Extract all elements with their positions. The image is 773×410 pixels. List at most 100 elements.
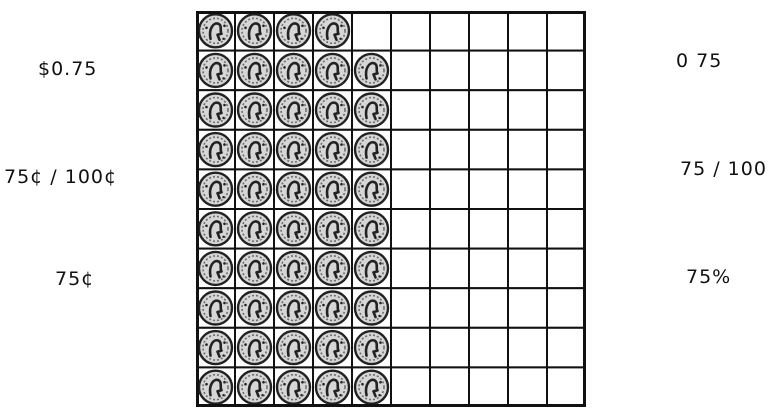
grid-cell-empty — [391, 90, 430, 130]
grid-cell-empty — [469, 169, 508, 209]
grid-cell-empty — [391, 288, 430, 328]
grid-cell-empty — [430, 169, 469, 209]
grid-cell-quarter — [274, 209, 313, 249]
grid-cell-empty — [391, 209, 430, 249]
grid-cell-quarter — [313, 209, 352, 249]
grid-cell-quarter — [274, 328, 313, 368]
quarter-coin-icon — [199, 94, 232, 127]
grid-cell-quarter — [235, 51, 274, 91]
grid-cell-quarter — [352, 169, 391, 209]
grid-cell-quarter — [196, 328, 235, 368]
grid-cell-empty — [547, 11, 586, 51]
quarter-coin-icon — [316, 14, 349, 47]
grid-cell-empty — [430, 367, 469, 407]
quarter-coin-icon — [238, 14, 271, 47]
grid-cell-empty — [430, 51, 469, 91]
grid-cell-empty — [547, 288, 586, 328]
grid-cell-quarter — [235, 90, 274, 130]
label-cents: 75¢ — [55, 268, 94, 290]
quarter-coin-icon — [238, 94, 271, 127]
grid-cell-empty — [508, 288, 547, 328]
quarter-coin-icon — [355, 173, 388, 206]
grid-cell-quarter — [274, 169, 313, 209]
quarter-coin-icon — [355, 133, 388, 166]
grid-cell-empty — [508, 367, 547, 407]
grid-cell-empty — [430, 130, 469, 170]
grid-cell-quarter — [235, 209, 274, 249]
quarter-coin-icon — [355, 252, 388, 285]
grid-cell-empty — [508, 51, 547, 91]
grid-cell-quarter — [196, 169, 235, 209]
grid-cell-empty — [508, 90, 547, 130]
quarter-coin-icon — [316, 371, 349, 404]
quarter-coin-icon — [277, 173, 310, 206]
grid-cell-quarter — [235, 11, 274, 51]
grid-cell-empty — [469, 209, 508, 249]
quarter-coin-icon — [277, 54, 310, 87]
grid-cell-empty — [469, 11, 508, 51]
hundred-grid — [196, 11, 586, 407]
quarter-coin-icon — [238, 371, 271, 404]
grid-cell-quarter — [352, 249, 391, 289]
quarter-coin-icon — [355, 292, 388, 325]
quarter-coin-icon — [199, 292, 232, 325]
quarter-coin-grid — [196, 11, 586, 407]
grid-cell-empty — [391, 51, 430, 91]
grid-cell-quarter — [196, 249, 235, 289]
quarter-coin-icon — [316, 133, 349, 166]
grid-cell-empty — [508, 169, 547, 209]
grid-cell-quarter — [235, 249, 274, 289]
quarter-coin-icon — [316, 292, 349, 325]
grid-cell-quarter — [352, 328, 391, 368]
quarter-coin-icon — [238, 331, 271, 364]
grid-cell-quarter — [352, 209, 391, 249]
quarter-coin-icon — [316, 212, 349, 245]
grid-cell-empty — [430, 209, 469, 249]
grid-cell-quarter — [235, 288, 274, 328]
grid-cell-empty — [391, 11, 430, 51]
quarter-coin-icon — [199, 331, 232, 364]
quarter-coin-icon — [277, 212, 310, 245]
grid-cell-empty — [430, 328, 469, 368]
quarter-coin-icon — [277, 252, 310, 285]
quarter-coin-icon — [238, 252, 271, 285]
grid-cell-empty — [547, 90, 586, 130]
quarter-coin-icon — [199, 133, 232, 166]
grid-cell-empty — [547, 328, 586, 368]
grid-cell-quarter — [313, 288, 352, 328]
grid-cell-quarter — [313, 249, 352, 289]
grid-cell-quarter — [196, 11, 235, 51]
quarter-coin-icon — [199, 252, 232, 285]
grid-cell-quarter — [196, 367, 235, 407]
grid-cell-quarter — [235, 169, 274, 209]
grid-cell-quarter — [196, 130, 235, 170]
grid-cell-empty — [430, 90, 469, 130]
grid-cell-quarter — [313, 11, 352, 51]
quarter-coin-icon — [277, 292, 310, 325]
grid-cell-empty — [430, 11, 469, 51]
grid-cell-empty — [430, 288, 469, 328]
grid-cell-quarter — [235, 328, 274, 368]
grid-cell-quarter — [352, 130, 391, 170]
grid-cell-empty — [508, 328, 547, 368]
grid-cell-quarter — [313, 169, 352, 209]
grid-cell-empty — [391, 249, 430, 289]
quarter-coin-icon — [238, 133, 271, 166]
quarter-coin-icon — [316, 94, 349, 127]
grid-cell-empty — [469, 367, 508, 407]
grid-cell-quarter — [196, 209, 235, 249]
label-dollars: $0.75 — [38, 58, 97, 80]
quarter-coin-icon — [316, 252, 349, 285]
grid-cell-quarter — [196, 90, 235, 130]
quarter-coin-icon — [238, 173, 271, 206]
quarter-coin-icon — [316, 54, 349, 87]
grid-cell-quarter — [235, 367, 274, 407]
grid-cell-empty — [391, 328, 430, 368]
grid-cell-quarter — [274, 288, 313, 328]
quarter-coin-icon — [277, 14, 310, 47]
grid-cell-empty — [469, 51, 508, 91]
grid-cell-quarter — [274, 367, 313, 407]
grid-cell-quarter — [274, 249, 313, 289]
quarter-coin-icon — [238, 212, 271, 245]
label-percent: 75% — [686, 266, 731, 288]
